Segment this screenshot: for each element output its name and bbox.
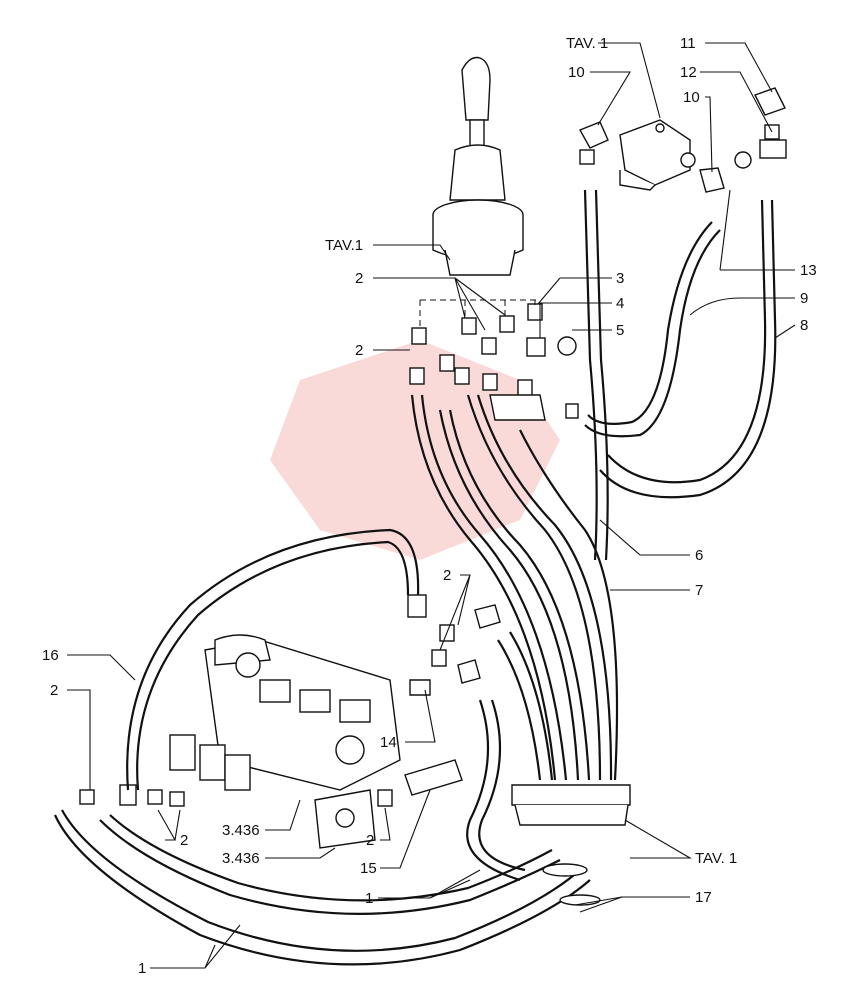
callout-3436-a: 3.436	[222, 822, 260, 839]
joystick-control	[432, 56, 524, 276]
callout-2-mid: 2	[355, 342, 363, 359]
tie-straps-17	[542, 863, 601, 906]
elbow-fitting-10-left	[579, 121, 609, 165]
callout-14: 14	[380, 734, 397, 751]
hose-1-inner-b	[109, 814, 553, 902]
callout-3436-b: 3.436	[222, 850, 260, 867]
callout-tav1-top: TAV. 1	[566, 35, 608, 52]
callout-2-left: 2	[50, 682, 58, 699]
hose-8-inner	[607, 199, 767, 484]
callout-15: 15	[360, 860, 377, 877]
hose-clamp	[511, 784, 631, 826]
tee-fitting-12	[759, 124, 787, 159]
callout-9: 9	[800, 290, 808, 307]
hose-bundle	[410, 394, 619, 781]
callout-2-upper: 2	[355, 270, 363, 287]
callout-tav1-bottom: TAV. 1	[695, 850, 737, 867]
flange-3436	[314, 789, 376, 849]
joystick-fittings	[409, 303, 579, 421]
callout-7: 7	[695, 582, 703, 599]
callout-1-bottom: 1	[138, 960, 146, 977]
callout-10-right: 10	[683, 89, 700, 106]
nut-5	[557, 336, 577, 356]
dash-guides	[419, 299, 540, 330]
hose-9-inner	[587, 221, 713, 425]
callout-6: 6	[695, 547, 703, 564]
hose-16	[126, 528, 420, 791]
hose-main-vertical	[583, 189, 598, 561]
hose-1-to-valve	[466, 699, 521, 882]
hose-to-valve-2	[497, 639, 542, 781]
callout-5: 5	[616, 322, 624, 339]
hose-16-end	[407, 594, 427, 618]
hose-1-outer-b	[61, 809, 581, 952]
callout-labels: TAV. 1 11 10 12 10 TAV.1 2 3 4 5 13 9 8 …	[42, 35, 817, 977]
callout-13: 13	[800, 262, 817, 279]
hose-1-to-valve-b	[478, 699, 526, 872]
callout-2-lower: 2	[366, 832, 374, 849]
elbow-fitting-11	[754, 87, 786, 116]
callout-2-valve-top: 2	[443, 567, 451, 584]
pilot-valve-block	[619, 119, 696, 191]
hose-8	[599, 199, 777, 499]
hose-9	[584, 229, 721, 438]
control-valve-block	[169, 634, 401, 791]
hose-16-inner	[136, 540, 410, 791]
callout-11: 11	[680, 35, 696, 52]
leader-lines	[67, 42, 796, 969]
callout-10-left: 10	[568, 64, 585, 81]
callout-8: 8	[800, 317, 808, 334]
hose-to-valve-2b	[509, 631, 554, 781]
hose-1-inner	[99, 819, 561, 915]
callout-1-mid: 1	[365, 890, 373, 907]
callout-16: 16	[42, 647, 59, 664]
callout-12: 12	[680, 64, 697, 81]
callout-2-valve-bottom: 2	[180, 832, 188, 849]
callout-3: 3	[616, 270, 624, 287]
plug-13	[734, 151, 752, 169]
callout-17: 17	[695, 889, 712, 906]
hose-main-vertical-inner	[594, 189, 609, 561]
valve-fittings	[79, 604, 501, 807]
callout-tav1-joystick: TAV.1	[325, 237, 363, 254]
callout-4: 4	[616, 295, 624, 312]
hose-1-outer	[53, 814, 591, 966]
